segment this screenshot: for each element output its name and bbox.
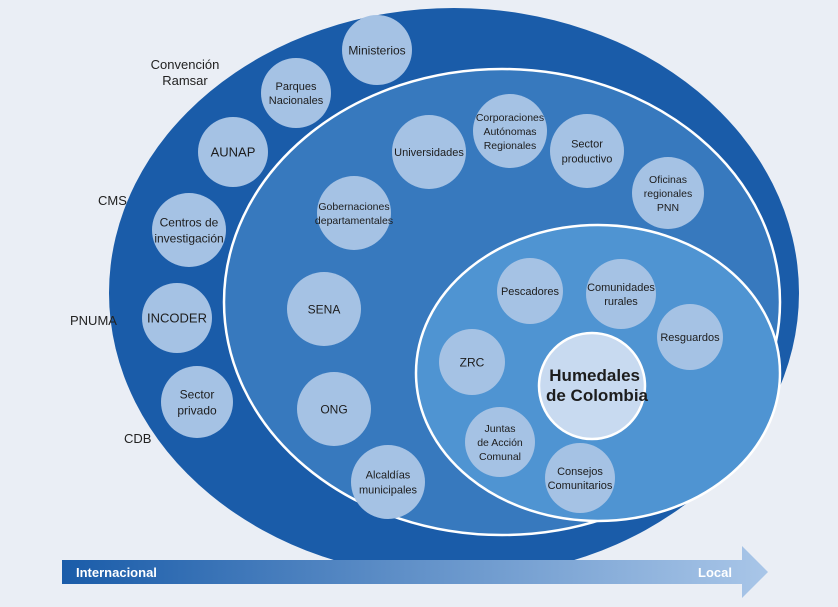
scale-arrow: Internacional Local: [62, 546, 770, 598]
center-label: Humedales de Colombia: [546, 366, 649, 405]
node-circle: [161, 366, 233, 438]
label-pnuma: PNUMA: [70, 313, 117, 328]
center-node: Humedales de Colombia: [537, 331, 649, 441]
node-aunap: AUNAP: [198, 117, 268, 187]
node-circle: [465, 407, 535, 477]
node-circle: [545, 443, 615, 513]
node-label: Ministerios: [348, 43, 405, 57]
label-cdb: CDB: [124, 431, 152, 446]
node-circle: [297, 372, 371, 446]
node-circle: [317, 176, 391, 250]
scale-label-local: Local: [698, 565, 732, 580]
node-circle: [632, 157, 704, 229]
node-circle: [392, 115, 466, 189]
node-label: Pescadores: [501, 286, 560, 298]
node-label: AUNAP: [211, 145, 256, 160]
node-ministerios: Ministerios: [342, 15, 412, 85]
node-ong: ONG: [297, 372, 371, 446]
node-circle: [261, 58, 331, 128]
node-sena: SENA: [287, 272, 361, 346]
node-circle: [351, 445, 425, 519]
node-label: ZRC: [460, 355, 485, 369]
scale-label-internacional: Internacional: [76, 565, 157, 580]
node-circle: [142, 283, 212, 353]
node-label: INCODER: [147, 311, 207, 326]
node-pescadores: Pescadores: [497, 258, 563, 324]
node-circle: [439, 329, 505, 395]
node-universidades: Universidades: [392, 115, 466, 189]
node-zrc: ZRC: [439, 329, 505, 395]
node-circle: [342, 15, 412, 85]
node-label: ONG: [320, 402, 347, 416]
node-label: SENA: [308, 302, 341, 316]
label-cms: CMS: [98, 193, 127, 208]
node-label: Resguardos: [660, 332, 720, 344]
node-circle: [473, 94, 547, 168]
node-resguardos: Resguardos: [657, 304, 723, 370]
node-incoder: INCODER: [142, 283, 212, 353]
node-label: Universidades: [394, 147, 464, 159]
label-convencion-ramsar: Convención Ramsar: [150, 57, 220, 88]
node-circle: [657, 304, 723, 370]
node-circle: [287, 272, 361, 346]
node-circle: [497, 258, 563, 324]
scale-arrow-shape: [62, 546, 768, 598]
node-circle: [586, 259, 656, 329]
node-circle: [198, 117, 268, 187]
node-circle: [550, 114, 624, 188]
node-circle: [152, 193, 226, 267]
